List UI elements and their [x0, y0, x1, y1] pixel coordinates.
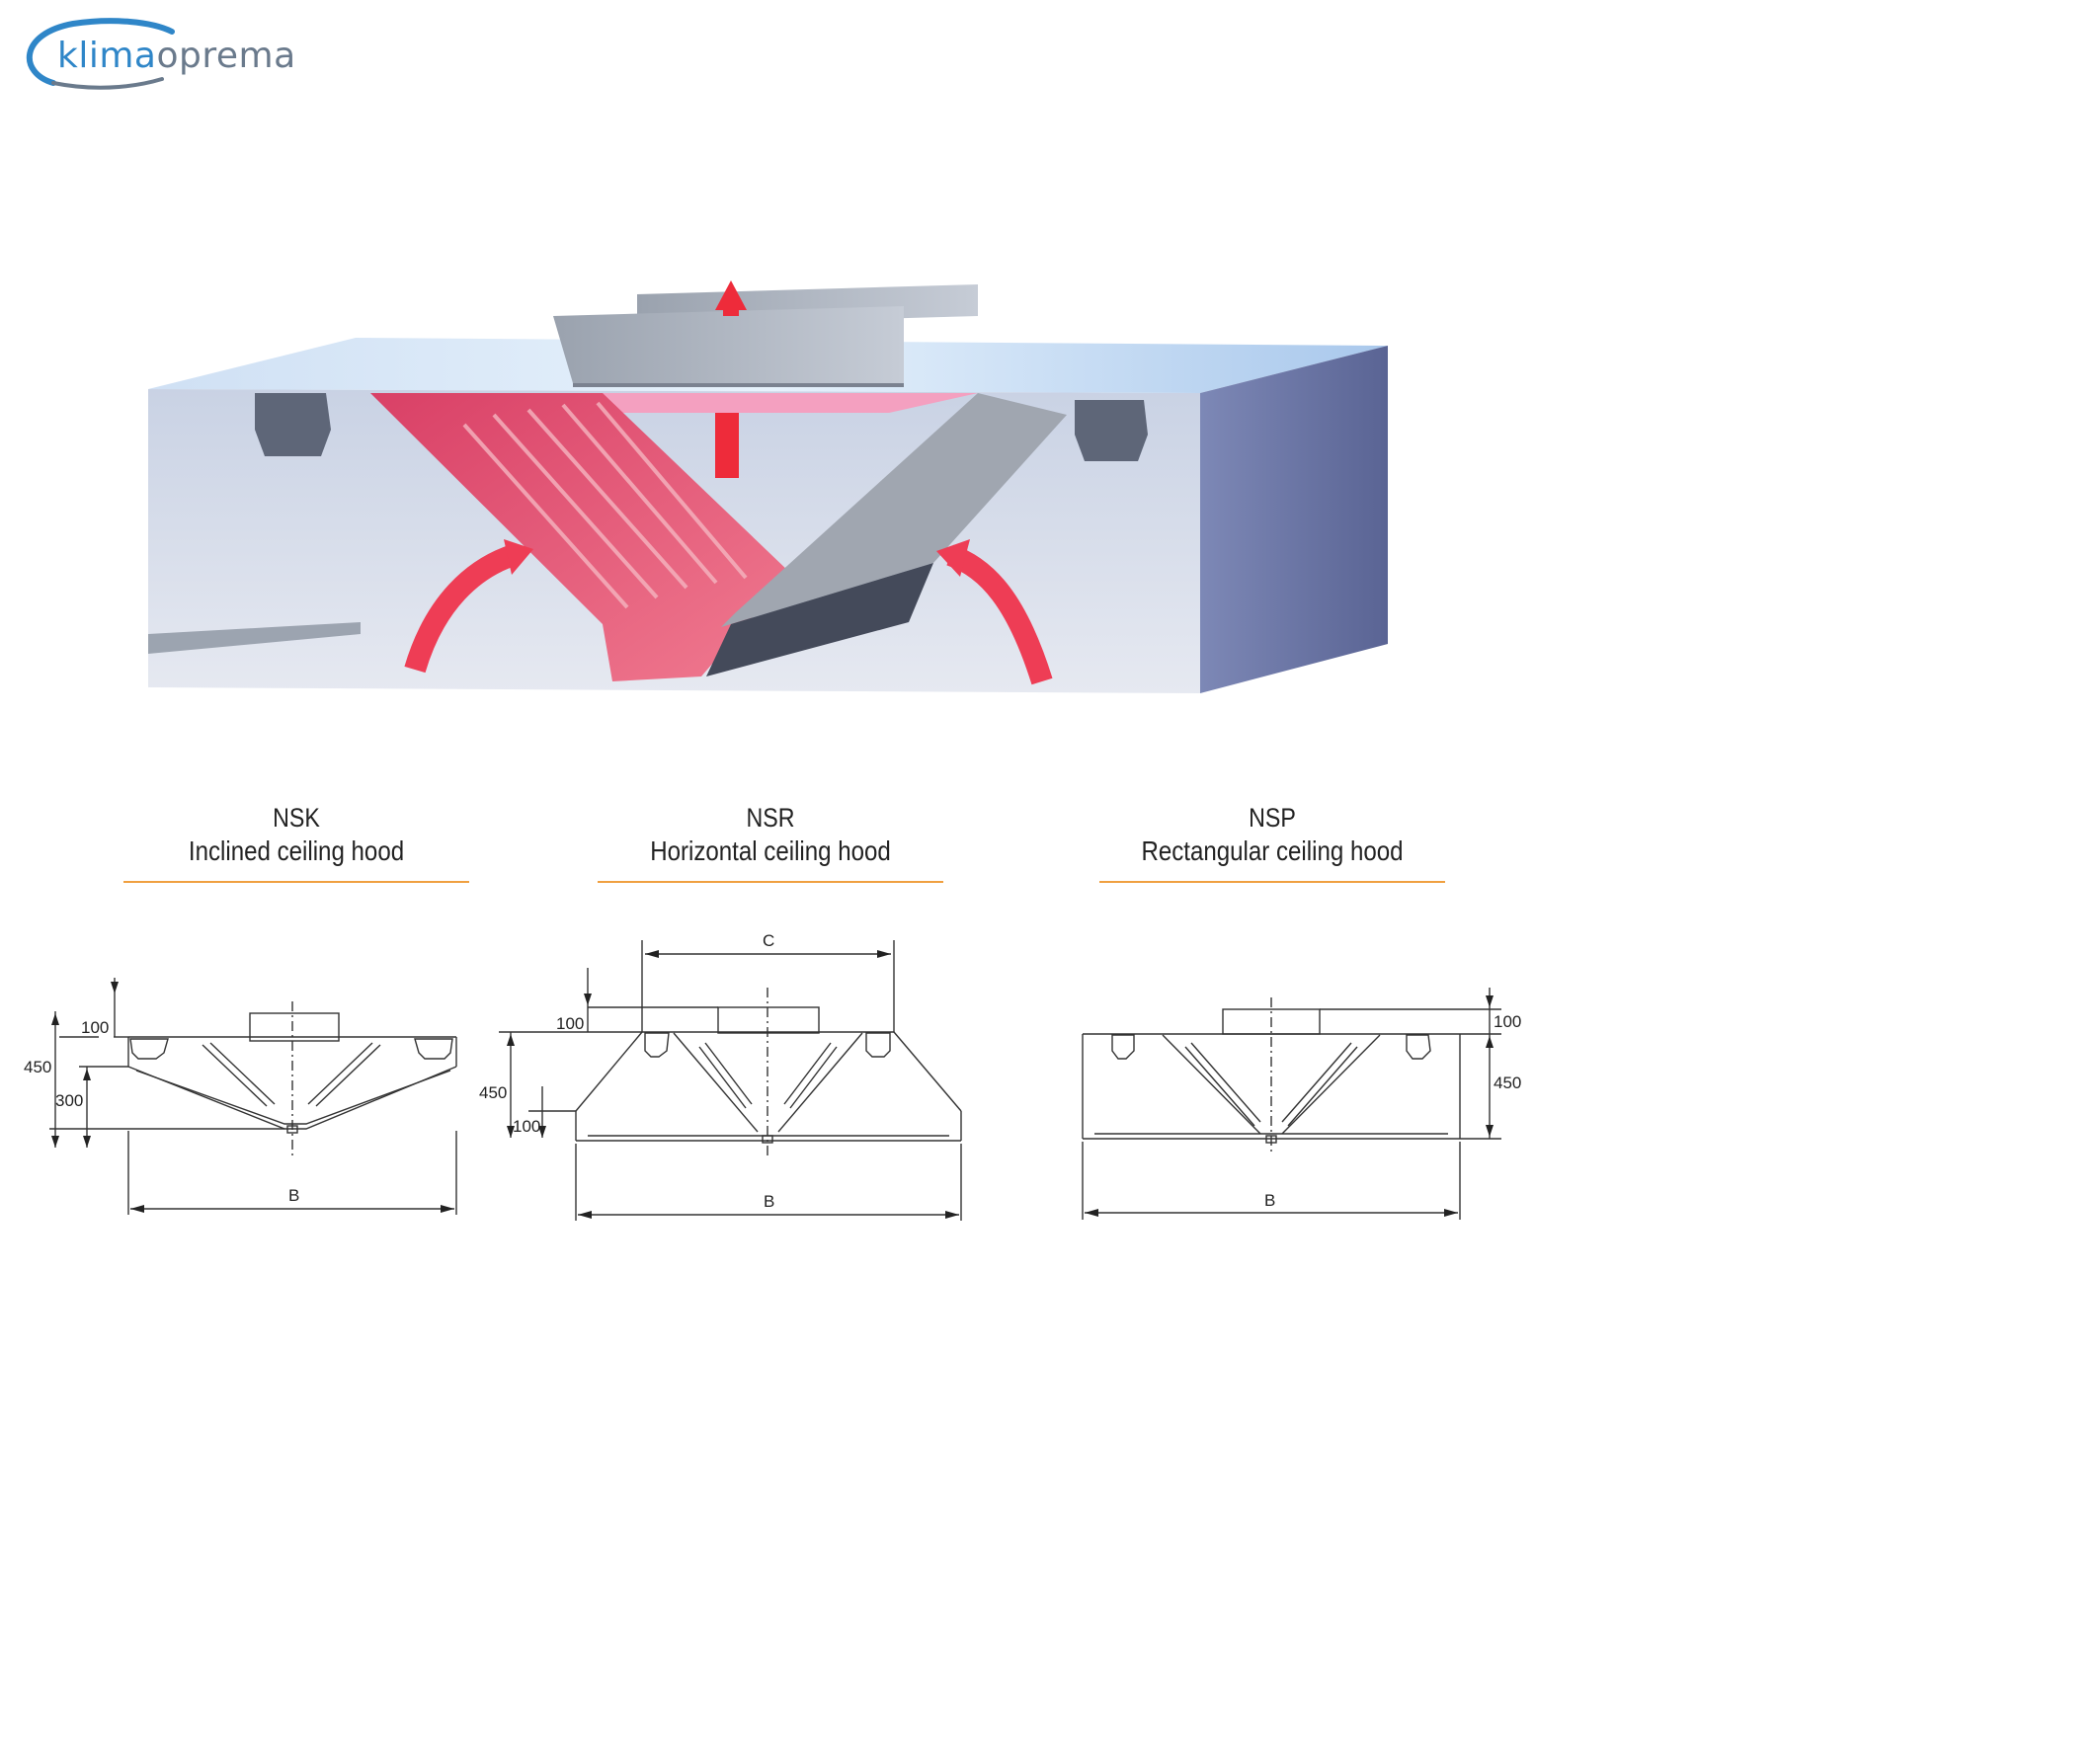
logo-text: klimaoprema: [57, 36, 296, 76]
caption-underline: [598, 881, 943, 883]
filter-bank-left: [370, 393, 790, 681]
drawing-nsr: C 100 450 100 B: [479, 931, 962, 1221]
dim-label: 100: [81, 1018, 109, 1037]
hood-code: NSP: [1249, 803, 1296, 833]
hood-name: Inclined ceiling hood: [188, 835, 405, 866]
dim-label: 100: [556, 1014, 584, 1033]
logo-swoosh-icon: [26, 18, 175, 90]
dim-label: 450: [479, 1083, 507, 1102]
hood-side-wall: [1200, 346, 1388, 693]
dim-label: 450: [24, 1058, 51, 1076]
hood-code: NSR: [746, 803, 795, 833]
hood-name: Rectangular ceiling hood: [1141, 835, 1404, 866]
brand-logo: klimaoprema: [14, 14, 320, 93]
funnel-underside: [706, 563, 933, 676]
dim-label: 100: [513, 1117, 540, 1136]
drawing-nsk: 100 450 300 B: [24, 978, 457, 1215]
filter-bank-right: [721, 393, 1067, 627]
dim-label: 450: [1494, 1074, 1521, 1092]
logo-part-2: oprema: [156, 36, 296, 76]
caption-nsp: NSP Rectangular ceiling hood: [1099, 802, 1445, 883]
duct-front: [553, 306, 904, 383]
grease-channel: [148, 622, 361, 654]
dim-label: B: [288, 1186, 299, 1205]
caption-underline: [123, 881, 469, 883]
drawing-nsp: 100 450 B: [1082, 988, 1521, 1220]
logo-part-1: klima: [57, 36, 157, 76]
dim-label: 300: [55, 1091, 83, 1110]
dim-label: C: [763, 931, 774, 950]
light-right-icon: [1075, 400, 1148, 461]
dim-label: B: [1264, 1191, 1275, 1210]
exhaust-arrow-shaft: [715, 413, 739, 478]
caption-nsk: NSK Inclined ceiling hood: [123, 802, 469, 883]
light-left-icon: [255, 393, 331, 456]
intake-arrow-left-icon: [404, 544, 518, 674]
hood-3d-illustration: [148, 280, 1388, 693]
exhaust-arrow-up-icon: [715, 280, 747, 316]
dim-label: 100: [1494, 1012, 1521, 1031]
dim-label: B: [764, 1192, 774, 1211]
caption-underline: [1099, 881, 1445, 883]
hood-name: Horizontal ceiling hood: [650, 835, 891, 866]
caption-nsr: NSR Horizontal ceiling hood: [598, 802, 943, 883]
hood-code: NSK: [273, 803, 320, 833]
